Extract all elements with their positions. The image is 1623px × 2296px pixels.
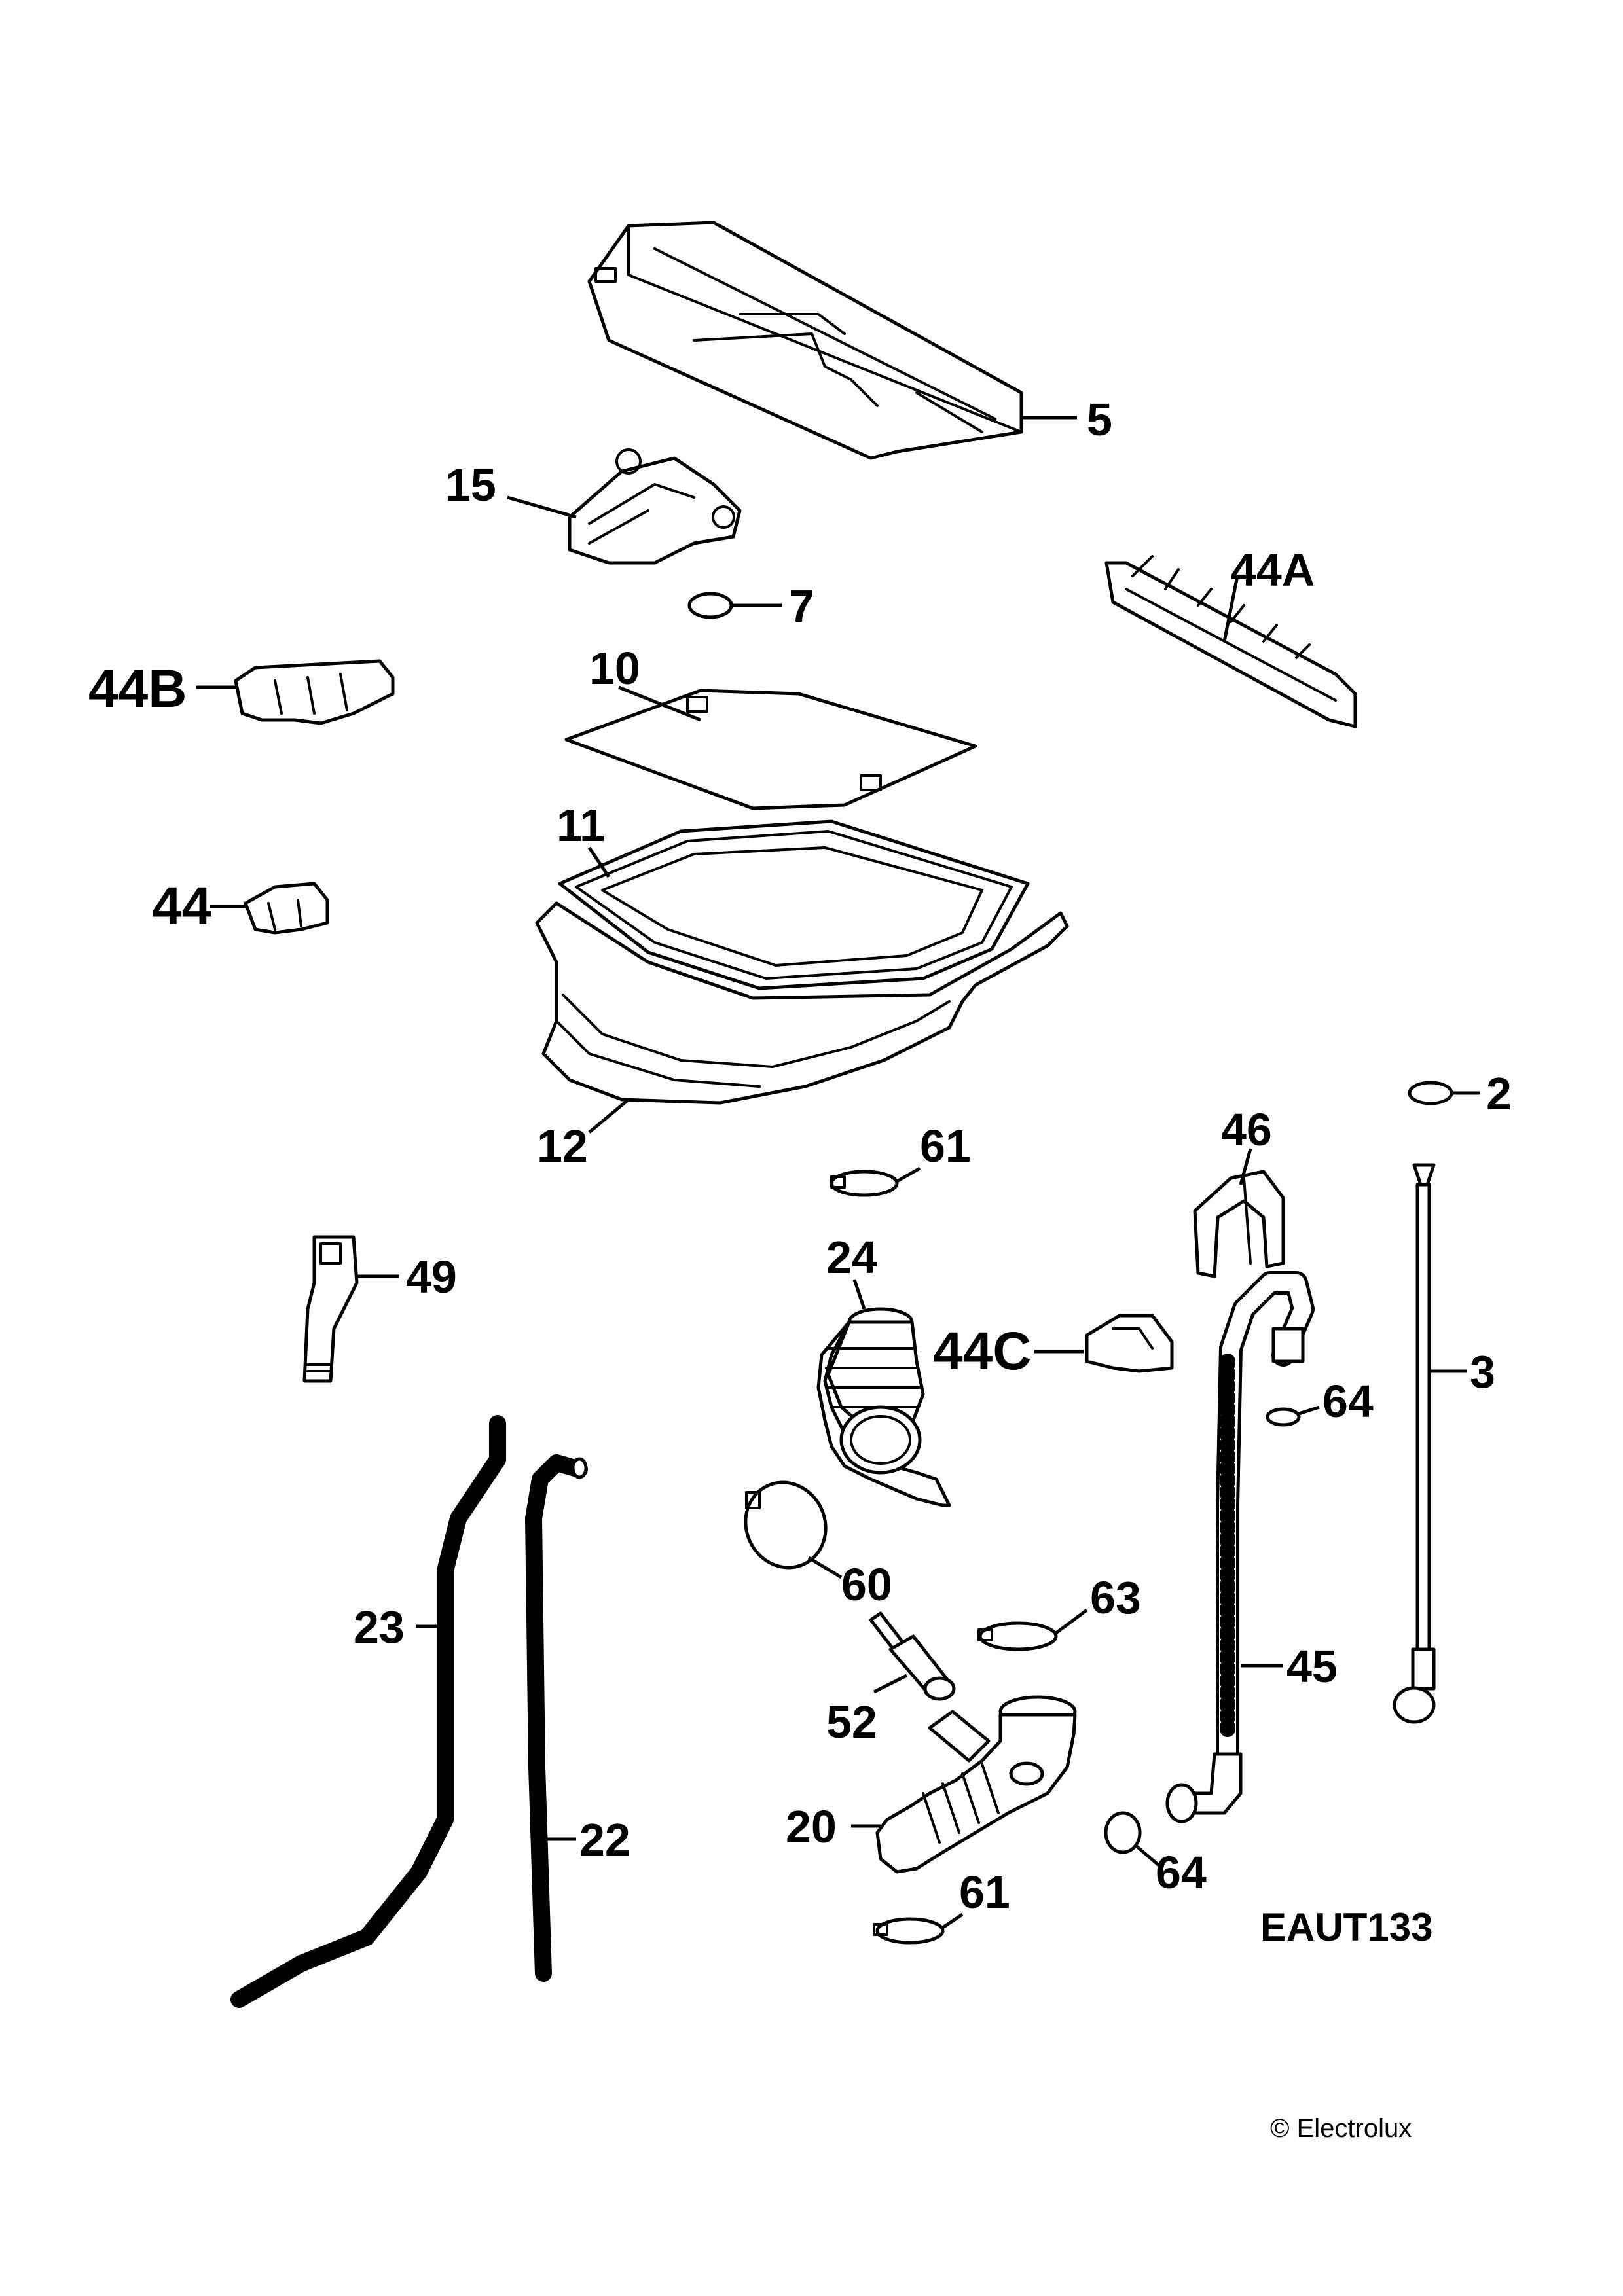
label-7: 7 — [789, 581, 814, 632]
part-22-hose-end — [571, 1457, 588, 1479]
leader-46 — [1239, 1148, 1252, 1185]
part-46-hose-hook — [1193, 1170, 1285, 1278]
part-64-clamp-upper — [1266, 1407, 1301, 1427]
leader-61-lower — [941, 1912, 964, 1929]
label-22: 22 — [579, 1814, 630, 1865]
part-52-air-chamber — [869, 1611, 991, 1763]
label-3: 3 — [1470, 1346, 1495, 1397]
leader-11 — [587, 846, 611, 878]
part-3-inlet-hose — [1393, 1163, 1436, 1724]
part-64-clamp-lower — [1104, 1811, 1142, 1854]
label-45: 45 — [1286, 1641, 1338, 1692]
leader-10 — [618, 685, 701, 722]
copyright: © Electrolux — [1270, 2114, 1412, 2143]
part-60-clamp-ring — [744, 1480, 828, 1570]
leader-52 — [873, 1674, 908, 1694]
part-2-cap — [1408, 1081, 1453, 1105]
part-15-valve — [568, 448, 742, 565]
label-61-lower: 61 — [959, 1867, 1010, 1918]
part-61-clamp-upper — [830, 1170, 899, 1197]
leader-64-upper — [1298, 1405, 1320, 1416]
label-46: 46 — [1221, 1104, 1272, 1155]
leader-63 — [1055, 1608, 1088, 1635]
part-44-clip — [244, 882, 329, 935]
part-44B-triple-clip — [234, 659, 395, 725]
label-52: 52 — [826, 1696, 877, 1748]
label-11: 11 — [556, 800, 605, 851]
label-64-upper: 64 — [1322, 1376, 1374, 1427]
part-10-lid-plate — [564, 689, 977, 810]
part-45-drain-hose — [1165, 1271, 1315, 1823]
part-44C-clip — [1085, 1314, 1174, 1373]
part-23-black-hose — [230, 1415, 506, 2008]
label-44A: 44A — [1231, 545, 1315, 596]
label-23: 23 — [354, 1602, 405, 1653]
part-7-o-ring — [687, 592, 733, 619]
label-5: 5 — [1087, 394, 1112, 445]
label-12: 12 — [537, 1121, 588, 1172]
part-24-sump-bellows — [816, 1307, 951, 1507]
leader-64-lower — [1135, 1844, 1160, 1867]
leader-15 — [507, 495, 577, 519]
label-44: 44 — [152, 876, 212, 936]
label-49: 49 — [406, 1251, 457, 1302]
part-5-top-frame — [587, 221, 1023, 460]
part-63-clamp — [977, 1621, 1058, 1651]
part-11-tub-gasket — [558, 819, 1030, 990]
part-12-tub-bellows — [535, 901, 1069, 1105]
label-2: 2 — [1486, 1068, 1512, 1119]
leader-24 — [852, 1279, 866, 1310]
part-20-sump-hose — [875, 1695, 1077, 1874]
leader-61-upper — [896, 1166, 921, 1183]
label-15: 15 — [445, 459, 496, 511]
part-22-black-hose — [525, 1454, 588, 1982]
label-63: 63 — [1090, 1572, 1141, 1623]
label-24: 24 — [826, 1232, 877, 1283]
drawing-code: EAUT133 — [1260, 1905, 1432, 1949]
part-44A-harness-holder — [1104, 555, 1357, 728]
label-60: 60 — [841, 1559, 892, 1610]
part-49-filter-brush — [302, 1235, 359, 1383]
label-10: 10 — [589, 643, 640, 694]
label-61-upper: 61 — [920, 1121, 971, 1172]
part-61-clamp-lower — [873, 1917, 945, 1945]
label-44B: 44B — [88, 659, 187, 719]
label-20: 20 — [786, 1801, 837, 1852]
leader-12 — [588, 1098, 630, 1134]
leader-44A — [1222, 575, 1239, 642]
label-64-lower: 64 — [1156, 1847, 1207, 1898]
label-44C: 44C — [933, 1321, 1031, 1381]
leader-60 — [807, 1556, 843, 1579]
